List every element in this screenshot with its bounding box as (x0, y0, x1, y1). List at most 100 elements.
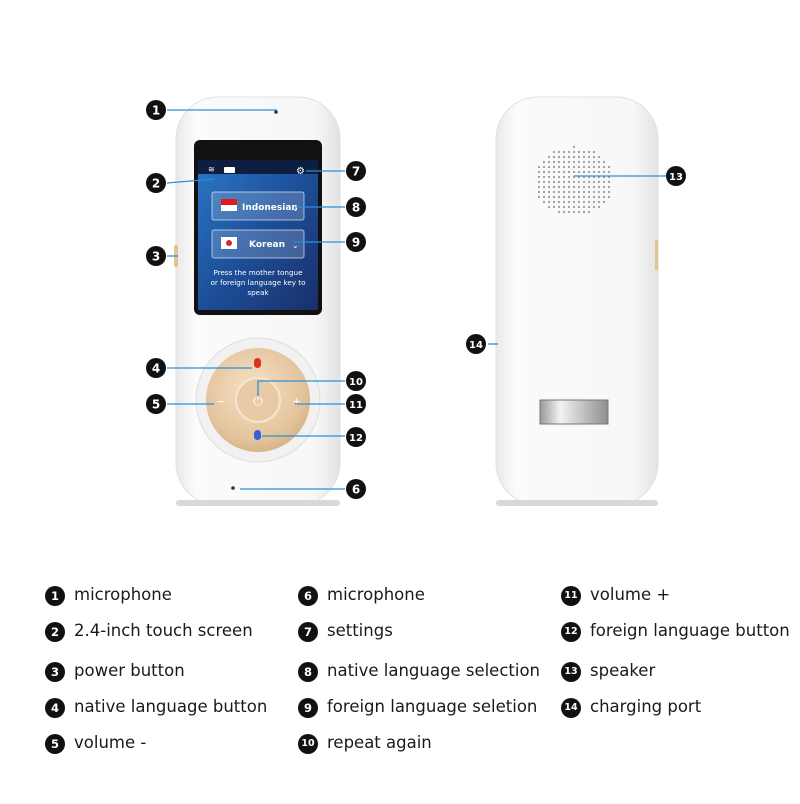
speaker-hole (567, 195, 571, 199)
speaker-hole (572, 190, 576, 194)
speaker-hole (552, 160, 556, 164)
legend-text: native language selection (327, 661, 541, 680)
speaker-hole (547, 185, 551, 189)
callout-number: 13 (669, 172, 683, 183)
legend-number: 6 (298, 586, 318, 606)
speaker-hole (562, 155, 566, 159)
speaker-hole (582, 185, 586, 189)
speaker-hole (542, 175, 546, 179)
speaker-hole (582, 190, 586, 194)
legend-text: repeat again (327, 733, 432, 752)
speaker-hole (552, 205, 556, 209)
speaker-hole (597, 160, 601, 164)
speaker-hole (587, 190, 591, 194)
instruction-line: speak (247, 288, 269, 297)
callout-number: 6 (352, 483, 360, 497)
speaker-hole (572, 160, 576, 164)
speaker-hole (582, 170, 586, 174)
speaker-hole (592, 195, 596, 199)
speaker-hole (587, 185, 591, 189)
speaker-hole (577, 165, 581, 169)
speaker-hole (562, 165, 566, 169)
legend-text: native language button (74, 697, 268, 716)
volume-up-icon[interactable]: + (292, 395, 301, 408)
device-front: ≋ ⚙ Indonesian ⌄ Korean ⌄ Press the moth… (174, 96, 341, 506)
legend-number: 10 (298, 734, 318, 754)
legend-number: 11 (561, 586, 581, 606)
speaker-hole (587, 200, 591, 204)
speaker-hole (572, 210, 576, 214)
mic-red-icon[interactable] (254, 358, 261, 368)
speaker-hole (557, 170, 561, 174)
speaker-hole (587, 150, 591, 154)
callout-number: 4 (152, 362, 160, 376)
legend-number: 4 (45, 698, 65, 718)
speaker-hole (602, 185, 606, 189)
callout-number: 10 (349, 377, 363, 388)
speaker-hole (577, 155, 581, 159)
speaker-hole (557, 160, 561, 164)
chevron-down-icon: ⌄ (292, 241, 299, 250)
volume-down-icon[interactable]: − (216, 395, 225, 408)
speaker-hole (537, 180, 541, 184)
speaker-hole (542, 185, 546, 189)
gear-icon[interactable]: ⚙ (296, 166, 305, 177)
legend-number: 1 (45, 586, 65, 606)
foreign-language-label: Korean (249, 240, 285, 250)
speaker-hole (577, 210, 581, 214)
speaker-hole (607, 195, 611, 199)
speaker-hole (552, 195, 556, 199)
instruction-line: Press the mother tongue (213, 268, 303, 277)
speaker-hole (547, 165, 551, 169)
speaker-hole (547, 195, 551, 199)
native-language-selector[interactable]: Indonesian ⌄ (211, 191, 305, 221)
legend-number: 2 (45, 622, 65, 642)
repeat-button[interactable] (235, 377, 281, 423)
speaker-hole (572, 150, 576, 154)
speaker-hole (557, 205, 561, 209)
callout-number: 2 (152, 177, 160, 191)
speaker-hole (602, 170, 606, 174)
speaker-hole (567, 165, 571, 169)
speaker-hole (582, 210, 586, 214)
speaker-hole (592, 170, 596, 174)
screen-instruction: Press the mother tongue or foreign langu… (210, 268, 305, 297)
speaker-hole (572, 180, 576, 184)
speaker-hole (592, 205, 596, 209)
speaker-hole (557, 200, 561, 204)
mic-blue-icon[interactable] (254, 430, 261, 440)
speaker-hole (577, 150, 581, 154)
speaker-hole (537, 185, 541, 189)
speaker-hole (547, 170, 551, 174)
speaker-hole (537, 175, 541, 179)
speaker-hole (592, 190, 596, 194)
speaker-hole (557, 150, 561, 154)
speaker-hole (582, 160, 586, 164)
speaker-hole (592, 155, 596, 159)
legend-number: 8 (298, 662, 318, 682)
speaker-hole (562, 150, 566, 154)
speaker-hole (577, 205, 581, 209)
speaker-hole (587, 155, 591, 159)
speaker-hole (592, 185, 596, 189)
legend-number: 14 (561, 698, 581, 718)
speaker-hole (547, 160, 551, 164)
top-microphone-hole (274, 110, 278, 114)
speaker-hole (547, 175, 551, 179)
speaker-hole (562, 205, 566, 209)
foreign-language-selector[interactable]: Korean ⌄ (211, 229, 305, 259)
speaker-hole (547, 180, 551, 184)
speaker-hole (562, 210, 566, 214)
speaker-hole (552, 155, 556, 159)
speaker-hole (577, 185, 581, 189)
speaker-hole (567, 190, 571, 194)
speaker-hole (567, 185, 571, 189)
speaker-hole (567, 150, 571, 154)
speaker-hole (542, 200, 546, 204)
speaker-hole (567, 205, 571, 209)
speaker-hole (577, 180, 581, 184)
power-symbol-icon: ⏻ (253, 394, 263, 408)
bottom-microphone-hole (231, 486, 235, 490)
speaker-hole (547, 205, 551, 209)
speaker-hole (572, 195, 576, 199)
